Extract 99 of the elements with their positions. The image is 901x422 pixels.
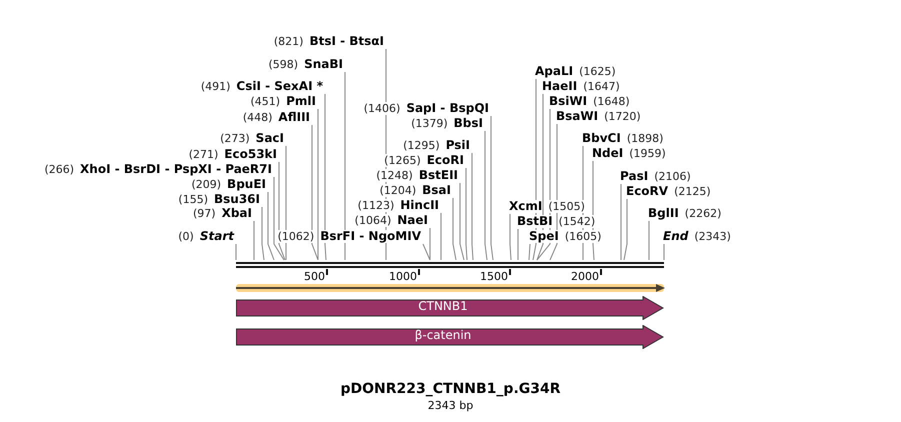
leader-line: [262, 206, 264, 260]
leader-line: [440, 212, 442, 260]
position-number: (821): [274, 35, 304, 48]
tick-label: 500: [304, 271, 325, 282]
enzyme-name: BsaI: [422, 184, 451, 197]
position-number: (2262): [684, 207, 722, 220]
position-number: (1647): [583, 80, 620, 93]
position-number: (1295): [403, 139, 440, 152]
position-number: (448): [242, 111, 272, 124]
position-number: (1542): [558, 215, 596, 228]
position-number: (266): [44, 163, 74, 176]
tick-label: 1500: [480, 271, 508, 282]
position-number: (0): [178, 230, 194, 243]
enzyme-name: PasI: [620, 170, 648, 183]
enzyme-name: BsaWI: [556, 110, 598, 123]
enzyme-name: PsiI: [446, 139, 470, 152]
position-number: (209): [191, 178, 222, 191]
leader-line: [466, 168, 468, 260]
leader-line: [490, 116, 494, 260]
enzyme-name: End: [663, 230, 688, 243]
enzyme-name: AflIII: [278, 111, 310, 124]
enzyme-name: PmlI: [286, 95, 316, 108]
tick-label: 2000: [571, 271, 599, 282]
gene-feature: [236, 325, 664, 349]
position-number: (1648): [593, 95, 630, 108]
leader-line: [422, 244, 430, 260]
enzyme-name: EcoRV: [626, 185, 668, 198]
position-number: (271): [188, 148, 218, 161]
position-number: (1959): [629, 147, 666, 160]
leader-line: [648, 220, 650, 260]
position-number: (1625): [579, 65, 616, 78]
position-number: (1720): [604, 110, 641, 123]
position-number: (155): [178, 193, 208, 206]
enzyme-name: BbsI: [454, 117, 483, 130]
enzyme-name: Start: [200, 230, 234, 243]
leader-line: [460, 182, 464, 260]
leader-line: [324, 94, 326, 260]
position-number: (1605): [564, 230, 602, 243]
position-number: (273): [220, 132, 250, 145]
enzyme-name: BtsI - BtsαI: [309, 35, 384, 48]
leader-line: [620, 184, 622, 260]
leader-line: [452, 198, 456, 260]
enzyme-name: EcoRI: [426, 154, 464, 167]
sequence-length: 2343 bp: [428, 399, 474, 412]
enzyme-name: BglII: [648, 207, 679, 220]
feature-name: CTNNB1: [417, 299, 469, 313]
leader-line: [472, 152, 474, 260]
feature-name: β-catenin: [414, 328, 472, 342]
enzyme-name: NdeI: [592, 147, 624, 160]
leader-line: [510, 214, 512, 260]
enzyme-name: Eco53kI: [224, 148, 277, 161]
leader-line: [528, 244, 530, 260]
position-number: (1406): [364, 102, 400, 115]
enzyme-name: HaeII: [542, 80, 578, 93]
position-number: (1204): [380, 184, 416, 197]
position-number: (1248): [376, 169, 413, 182]
position-number: (1898): [626, 132, 664, 145]
enzyme-name: BsiWI: [549, 95, 588, 108]
position-number: (2106): [654, 170, 691, 183]
enzyme-name: NaeI: [397, 214, 428, 227]
position-number: (2343): [694, 230, 731, 243]
enzyme-name: BstEII: [418, 169, 458, 182]
leader-line: [274, 176, 284, 260]
enzyme-name: CsiI - SexAI *: [236, 80, 323, 93]
leader-line: [344, 72, 346, 260]
position-number: (1265): [384, 154, 421, 167]
tick-label: 1000: [389, 271, 417, 282]
enzyme-name: XbaI: [222, 207, 252, 220]
enzyme-name: BpuEI: [227, 178, 266, 191]
enzyme-name: SnaBI: [304, 58, 343, 71]
leader-line: [484, 130, 488, 260]
leader-line: [312, 124, 318, 260]
position-number: (598): [268, 58, 298, 71]
position-number: (97): [193, 207, 216, 220]
position-number: (491): [200, 80, 230, 93]
position-number: (451): [250, 95, 280, 108]
position-number: (2125): [674, 185, 711, 198]
enzyme-name: XhoI - BsrDI - PspXI - PaeR7I: [80, 163, 272, 176]
enzyme-name: HincII: [400, 199, 439, 212]
enzyme-name: XcmI: [509, 200, 542, 213]
enzyme-name: ApaLI: [535, 65, 574, 78]
position-number: (1123): [358, 199, 394, 212]
enzyme-name: SpeI: [529, 230, 559, 243]
leader-line: [278, 162, 286, 260]
leader-line: [624, 198, 628, 260]
position-number: (1062): [278, 230, 314, 243]
position-number: (1064): [354, 214, 392, 227]
enzyme-name: SapI - BspQI: [406, 102, 489, 115]
leader-line: [268, 192, 274, 260]
position-number: (1505): [548, 200, 585, 213]
enzyme-name: Bsu36I: [214, 193, 260, 206]
enzyme-name: BsrFI - NgoMIV: [320, 230, 421, 243]
enzyme-name: SacI: [256, 132, 284, 145]
feature-track: [236, 282, 666, 294]
enzyme-name: BbvCI: [582, 132, 621, 145]
map-title: pDONR223_CTNNB1_p.G34R: [340, 381, 561, 397]
enzyme-name: BstBI: [517, 215, 553, 228]
position-number: (1379): [411, 117, 448, 130]
gene-feature: [236, 296, 664, 320]
